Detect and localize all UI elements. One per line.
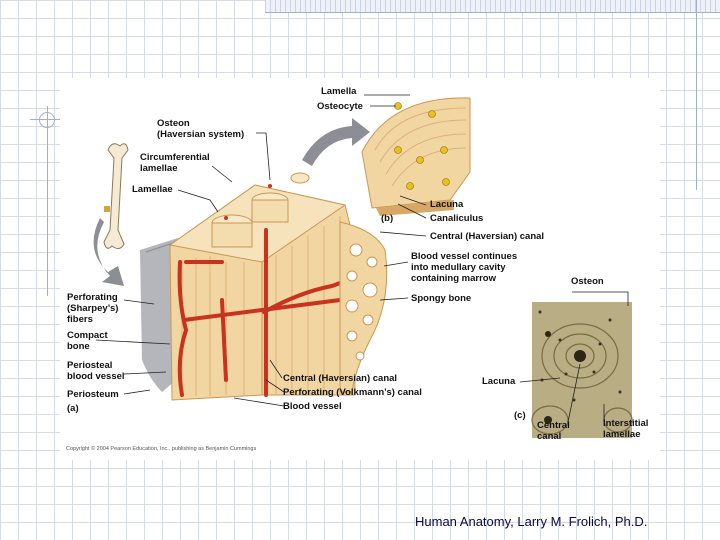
long-bone-icon	[104, 144, 128, 249]
label-circumferential-lamellae: Circumferential lamellae	[140, 152, 210, 174]
label-blood-vessel-continues: Blood vessel continues into medullary ca…	[411, 251, 517, 284]
label-lamellae: Lamellae	[132, 184, 173, 195]
label-periosteal-blood-vessel: Periosteal blood vessel	[67, 360, 125, 382]
label-compact-bone: Compact bone	[67, 330, 108, 352]
label-osteon: Osteon (Haversian system)	[157, 118, 244, 140]
label-canaliculus: Canaliculus	[430, 213, 483, 224]
label-interstitial-lamellae: Interstitial lamellae	[603, 418, 648, 440]
label-perforating-fibers: Perforating (Sharpey’s) fibers	[67, 292, 118, 325]
label-osteon-c: Osteon	[571, 276, 604, 287]
label-panel-a: (a)	[67, 403, 79, 414]
label-lacuna-c: Lacuna	[482, 376, 515, 387]
label-panel-c: (c)	[514, 410, 526, 421]
copyright-notice: Copyright © 2004 Pearson Education, Inc.…	[66, 446, 256, 452]
label-lamella: Lamella	[321, 86, 356, 97]
label-perforating-canal: Perforating (Volkmann’s) canal	[283, 387, 422, 398]
label-central-canal-c: Central canal	[537, 420, 570, 442]
label-periosteum: Periosteum	[67, 389, 119, 400]
spongy-bone-region	[340, 222, 387, 392]
label-spongy-bone: Spongy bone	[411, 293, 471, 304]
label-panel-b: (b)	[381, 213, 393, 224]
slide-footer: Human Anatomy, Larry M. Frolich, Ph.D.	[415, 514, 647, 529]
label-osteocyte: Osteocyte	[317, 101, 363, 112]
label-blood-vessel: Blood vessel	[283, 401, 342, 412]
label-central-canal-a: Central (Haversian) canal	[283, 373, 397, 384]
label-central-canal-b: Central (Haversian) canal	[430, 231, 544, 242]
label-lacuna: Lacuna	[430, 199, 463, 210]
